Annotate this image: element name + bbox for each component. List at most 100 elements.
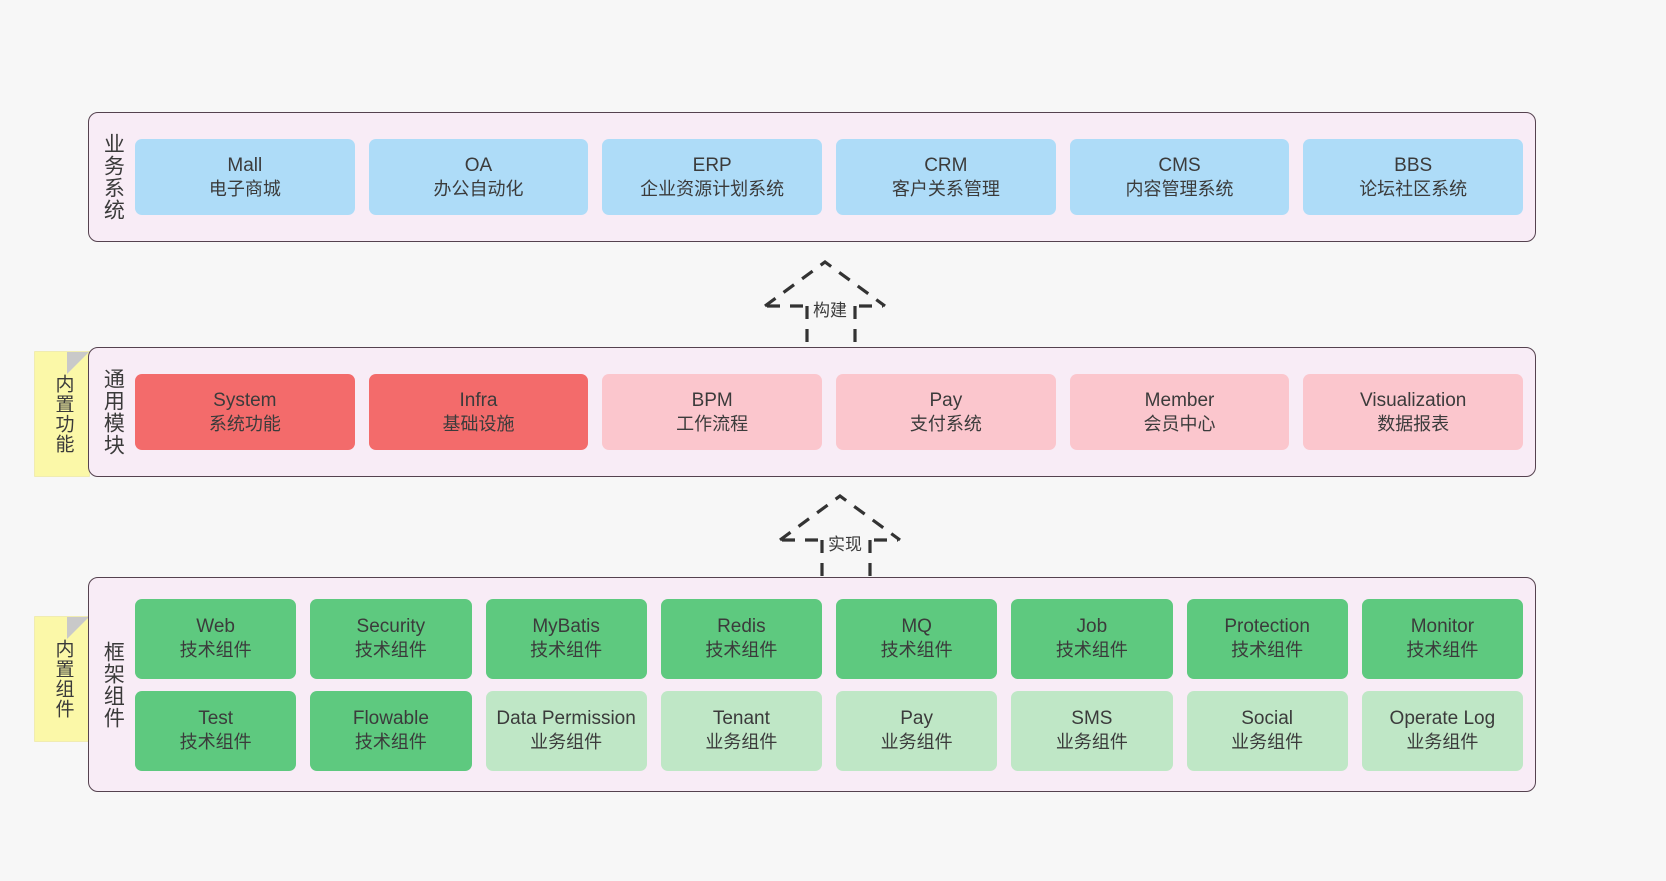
card-subtitle: 内容管理系统: [1125, 178, 1234, 199]
card-title: Flowable: [352, 708, 429, 730]
card-system[interactable]: System 系统功能: [135, 374, 355, 450]
card-subtitle: 支付系统: [909, 413, 982, 434]
note-label: 内置组件: [52, 639, 74, 719]
layer-common-modules: 通用模块 System 系统功能 Infra 基础设施 BPM 工作流程 Pay…: [88, 347, 1536, 477]
arrowhead-open-triangle: [779, 494, 901, 542]
card-subtitle: 技术组件: [179, 640, 252, 661]
card-subtitle: 业务组件: [530, 732, 603, 753]
card-title: MQ: [901, 616, 932, 638]
card-tenant[interactable]: Tenant 业务组件: [660, 690, 822, 771]
note-builtin-functions: 内置功能: [35, 352, 89, 476]
card-title: Job: [1076, 616, 1108, 638]
card-web[interactable]: Web 技术组件: [135, 598, 297, 679]
card-redis[interactable]: Redis 技术组件: [660, 598, 822, 679]
arrow-implement: 实现: [770, 492, 940, 592]
card-data-permission[interactable]: Data Permission 业务组件: [485, 690, 647, 771]
card-title: Data Permission: [496, 708, 636, 730]
card-title: BBS: [1394, 154, 1433, 176]
card-title: Infra: [459, 389, 498, 411]
card-title: Test: [198, 708, 234, 730]
card-flowable[interactable]: Flowable 技术组件: [310, 690, 472, 771]
card-title: System: [213, 389, 277, 411]
arrow-label-implement: 实现: [826, 530, 864, 555]
card-infra[interactable]: Infra 基础设施: [368, 374, 589, 450]
card-cms[interactable]: CMS 内容管理系统: [1069, 139, 1290, 215]
card-subtitle: 业务组件: [1055, 732, 1128, 753]
card-title: Operate Log: [1389, 708, 1496, 730]
framework-tech-row: Web 技术组件 Security 技术组件 MyBatis 技术组件 Redi…: [135, 598, 1523, 679]
card-subtitle: 技术组件: [1231, 640, 1304, 661]
card-operate-log[interactable]: Operate Log 业务组件: [1361, 690, 1523, 771]
card-title: Pay: [929, 389, 963, 411]
card-mybatis[interactable]: MyBatis 技术组件: [485, 598, 647, 679]
card-subtitle: 技术组件: [354, 640, 427, 661]
card-subtitle: 业务组件: [880, 732, 953, 753]
card-subtitle: 客户关系管理: [891, 178, 1000, 199]
card-subtitle: 电子商城: [208, 178, 281, 199]
layer-title-business: 业务系统: [101, 133, 125, 221]
card-subtitle: 技术组件: [880, 640, 953, 661]
card-subtitle: 系统功能: [208, 413, 281, 434]
card-member[interactable]: Member 会员中心: [1069, 374, 1290, 450]
note-builtin-components: 内置组件: [35, 617, 89, 741]
card-crm[interactable]: CRM 客户关系管理: [836, 139, 1056, 215]
card-pay-business[interactable]: Pay 业务组件: [836, 690, 998, 771]
arrow-build: 构建: [755, 258, 925, 358]
card-oa[interactable]: OA 办公自动化: [368, 139, 589, 215]
card-subtitle: 技术组件: [354, 732, 427, 753]
layer-title-framework: 框架组件: [101, 640, 125, 729]
layer-business-systems: 业务系统 Mall 电子商城 OA 办公自动化 ERP 企业资源计划系统 CRM…: [88, 112, 1536, 242]
card-subtitle: 技术组件: [530, 640, 603, 661]
layer-title-common: 通用模块: [101, 368, 125, 456]
layer-framework-components: 框架组件 Web 技术组件 Security 技术组件 MyBatis 技术组件…: [88, 577, 1536, 792]
card-title: Web: [196, 616, 235, 638]
card-title: Member: [1144, 389, 1215, 411]
card-visualization[interactable]: Visualization 数据报表: [1303, 374, 1524, 450]
arrowhead-open-triangle: [764, 260, 886, 308]
card-erp[interactable]: ERP 企业资源计划系统: [602, 139, 823, 215]
card-title: ERP: [692, 154, 732, 176]
card-title: Mall: [227, 154, 263, 176]
card-subtitle: 技术组件: [1406, 640, 1479, 661]
card-subtitle: 业务组件: [1231, 732, 1304, 753]
card-social[interactable]: Social 业务组件: [1186, 690, 1348, 771]
layer-body-common: System 系统功能 Infra 基础设施 BPM 工作流程 Pay 支付系统…: [135, 348, 1535, 476]
card-subtitle: 业务组件: [1406, 732, 1479, 753]
card-sms[interactable]: SMS 业务组件: [1011, 690, 1173, 771]
layer-body-framework: Web 技术组件 Security 技术组件 MyBatis 技术组件 Redi…: [135, 578, 1535, 791]
card-title: Pay: [900, 708, 933, 730]
card-test[interactable]: Test 技术组件: [135, 690, 297, 771]
card-subtitle: 业务组件: [705, 732, 778, 753]
card-subtitle: 会员中心: [1143, 413, 1216, 434]
card-mq[interactable]: MQ 技术组件: [836, 598, 998, 679]
card-protection[interactable]: Protection 技术组件: [1186, 598, 1348, 679]
card-title: CRM: [924, 154, 968, 176]
card-monitor[interactable]: Monitor 技术组件: [1361, 598, 1523, 679]
card-subtitle: 论坛社区系统: [1359, 178, 1468, 199]
card-subtitle: 办公自动化: [433, 178, 524, 199]
card-subtitle: 技术组件: [705, 640, 778, 661]
card-title: BPM: [691, 389, 733, 411]
card-mall[interactable]: Mall 电子商城: [135, 139, 355, 215]
card-title: Protection: [1224, 616, 1310, 638]
business-card-row: Mall 电子商城 OA 办公自动化 ERP 企业资源计划系统 CRM 客户关系…: [135, 139, 1524, 215]
common-card-row: System 系统功能 Infra 基础设施 BPM 工作流程 Pay 支付系统…: [135, 374, 1524, 450]
card-title: SMS: [1071, 708, 1113, 730]
card-pay[interactable]: Pay 支付系统: [836, 374, 1056, 450]
arrow-label-build: 构建: [811, 296, 849, 321]
card-subtitle: 技术组件: [179, 732, 252, 753]
card-subtitle: 工作流程: [676, 413, 749, 434]
card-title: Social: [1241, 708, 1293, 730]
card-title: CMS: [1158, 154, 1201, 176]
card-subtitle: 数据报表: [1377, 413, 1450, 434]
framework-business-row: Test 技术组件 Flowable 技术组件 Data Permission …: [135, 690, 1523, 771]
card-security[interactable]: Security 技术组件: [310, 598, 472, 679]
card-bbs[interactable]: BBS 论坛社区系统: [1303, 139, 1524, 215]
card-bpm[interactable]: BPM 工作流程: [602, 374, 823, 450]
note-label: 内置功能: [52, 374, 74, 454]
card-title: Tenant: [712, 708, 770, 730]
card-subtitle: 企业资源计划系统: [640, 178, 785, 199]
card-subtitle: 技术组件: [1055, 640, 1128, 661]
card-job[interactable]: Job 技术组件: [1011, 598, 1173, 679]
